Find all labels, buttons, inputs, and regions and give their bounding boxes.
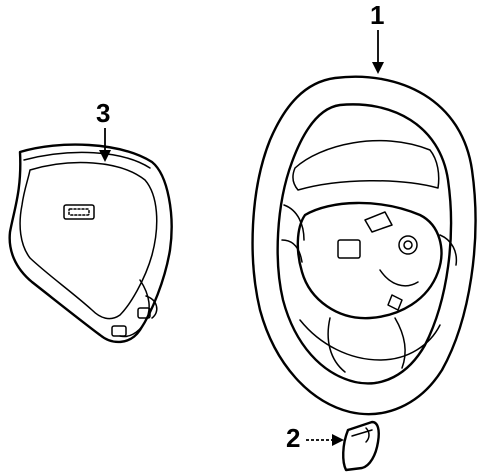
callout-2: 2 [286,423,344,453]
callout-2-label: 2 [286,423,300,453]
steering-wheel [251,75,477,416]
callout-1: 1 [370,0,384,74]
trim-cover [342,420,380,472]
callout-3: 3 [96,98,111,162]
airbag-module [8,143,173,344]
callout-3-label: 3 [96,98,110,128]
callout-1-label: 1 [370,0,384,30]
